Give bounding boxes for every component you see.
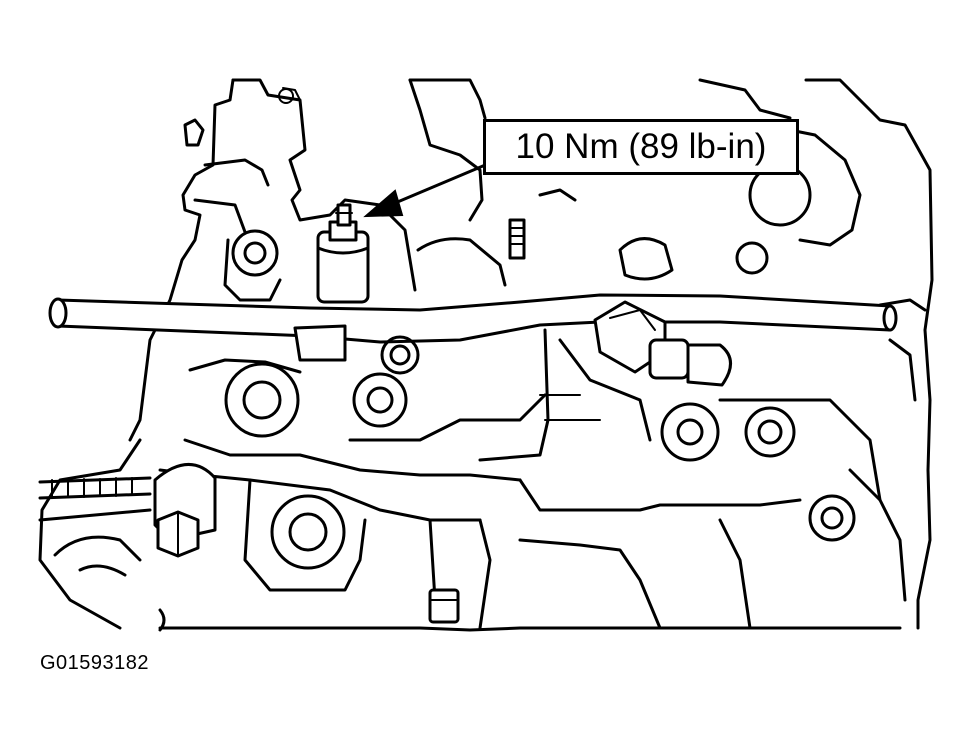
electrical-connector xyxy=(593,300,732,387)
engine-block-outline xyxy=(38,78,934,632)
bracket-mark xyxy=(158,608,166,632)
torque-callout: 10 Nm (89 lb-in) xyxy=(483,119,799,175)
torque-label: 10 Nm (89 lb-in) xyxy=(515,127,767,166)
figure-id: G01593182 xyxy=(40,652,150,674)
mounting-bosses-middle xyxy=(224,335,856,570)
stud-bolt xyxy=(508,218,526,260)
lower-bolt xyxy=(428,588,460,624)
timing-chain xyxy=(38,476,152,577)
torque-arrow xyxy=(363,161,492,218)
horizontal-tube xyxy=(48,293,898,362)
left-bolt xyxy=(153,463,217,558)
lower-casting-structure xyxy=(158,328,907,630)
solenoid-with-bolt xyxy=(316,203,370,304)
